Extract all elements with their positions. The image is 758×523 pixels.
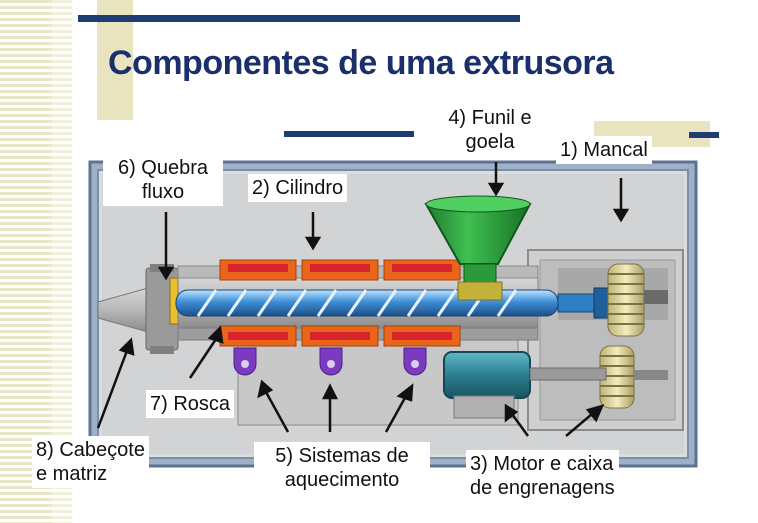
label-motor-line2: de engrenagens <box>470 477 615 499</box>
label-mancal: 1) Mancal <box>556 136 652 164</box>
extruder-diagram <box>88 160 698 468</box>
label-rosca-text: 7) Rosca <box>150 393 231 415</box>
label-quebra: 6) Quebra fluxo <box>103 154 223 206</box>
label-cilindro-text: 2) Cilindro <box>252 177 344 199</box>
label-mancal-text: 1) Mancal <box>560 139 648 161</box>
decorative-stripes <box>0 0 52 523</box>
label-cilindro: 2) Cilindro <box>248 174 348 202</box>
label-motor: 3) Motor e caixa de engrenagens <box>466 450 619 502</box>
accent-bar-right <box>689 132 719 138</box>
heaters-bottom <box>219 325 461 347</box>
motor <box>443 351 668 419</box>
label-funil-line2: goela <box>465 131 515 153</box>
label-quebra-line1: 6) Quebra <box>117 157 209 179</box>
hopper <box>424 195 532 301</box>
heater-plugs <box>233 347 427 376</box>
label-sistemas-line1: 5) Sistemas de <box>275 445 409 467</box>
label-rosca: 7) Rosca <box>146 390 235 418</box>
label-cabecote-line2: e matriz <box>36 463 108 485</box>
label-sistemas-line2: aquecimento <box>284 469 400 491</box>
label-cabecote: 8) Cabeçote e matriz <box>32 436 149 488</box>
accent-bar-middle <box>284 131 414 137</box>
leader-arrows <box>96 162 630 437</box>
label-motor-line1: 3) Motor e caixa <box>470 453 614 475</box>
label-cabecote-line1: 8) Cabeçote <box>36 439 145 461</box>
label-quebra-line2: fluxo <box>141 181 185 203</box>
gears <box>599 263 668 409</box>
heaters-top <box>219 259 461 281</box>
label-funil-line1: 4) Funil e <box>448 107 532 129</box>
decorative-stripes-light <box>52 0 72 523</box>
title-accent-bar <box>78 15 520 22</box>
label-funil: 4) Funil e goela <box>436 104 544 156</box>
label-sistemas: 5) Sistemas de aquecimento <box>254 442 430 494</box>
screw <box>175 287 619 319</box>
page-title: Componentes de uma extrusora <box>108 44 614 82</box>
